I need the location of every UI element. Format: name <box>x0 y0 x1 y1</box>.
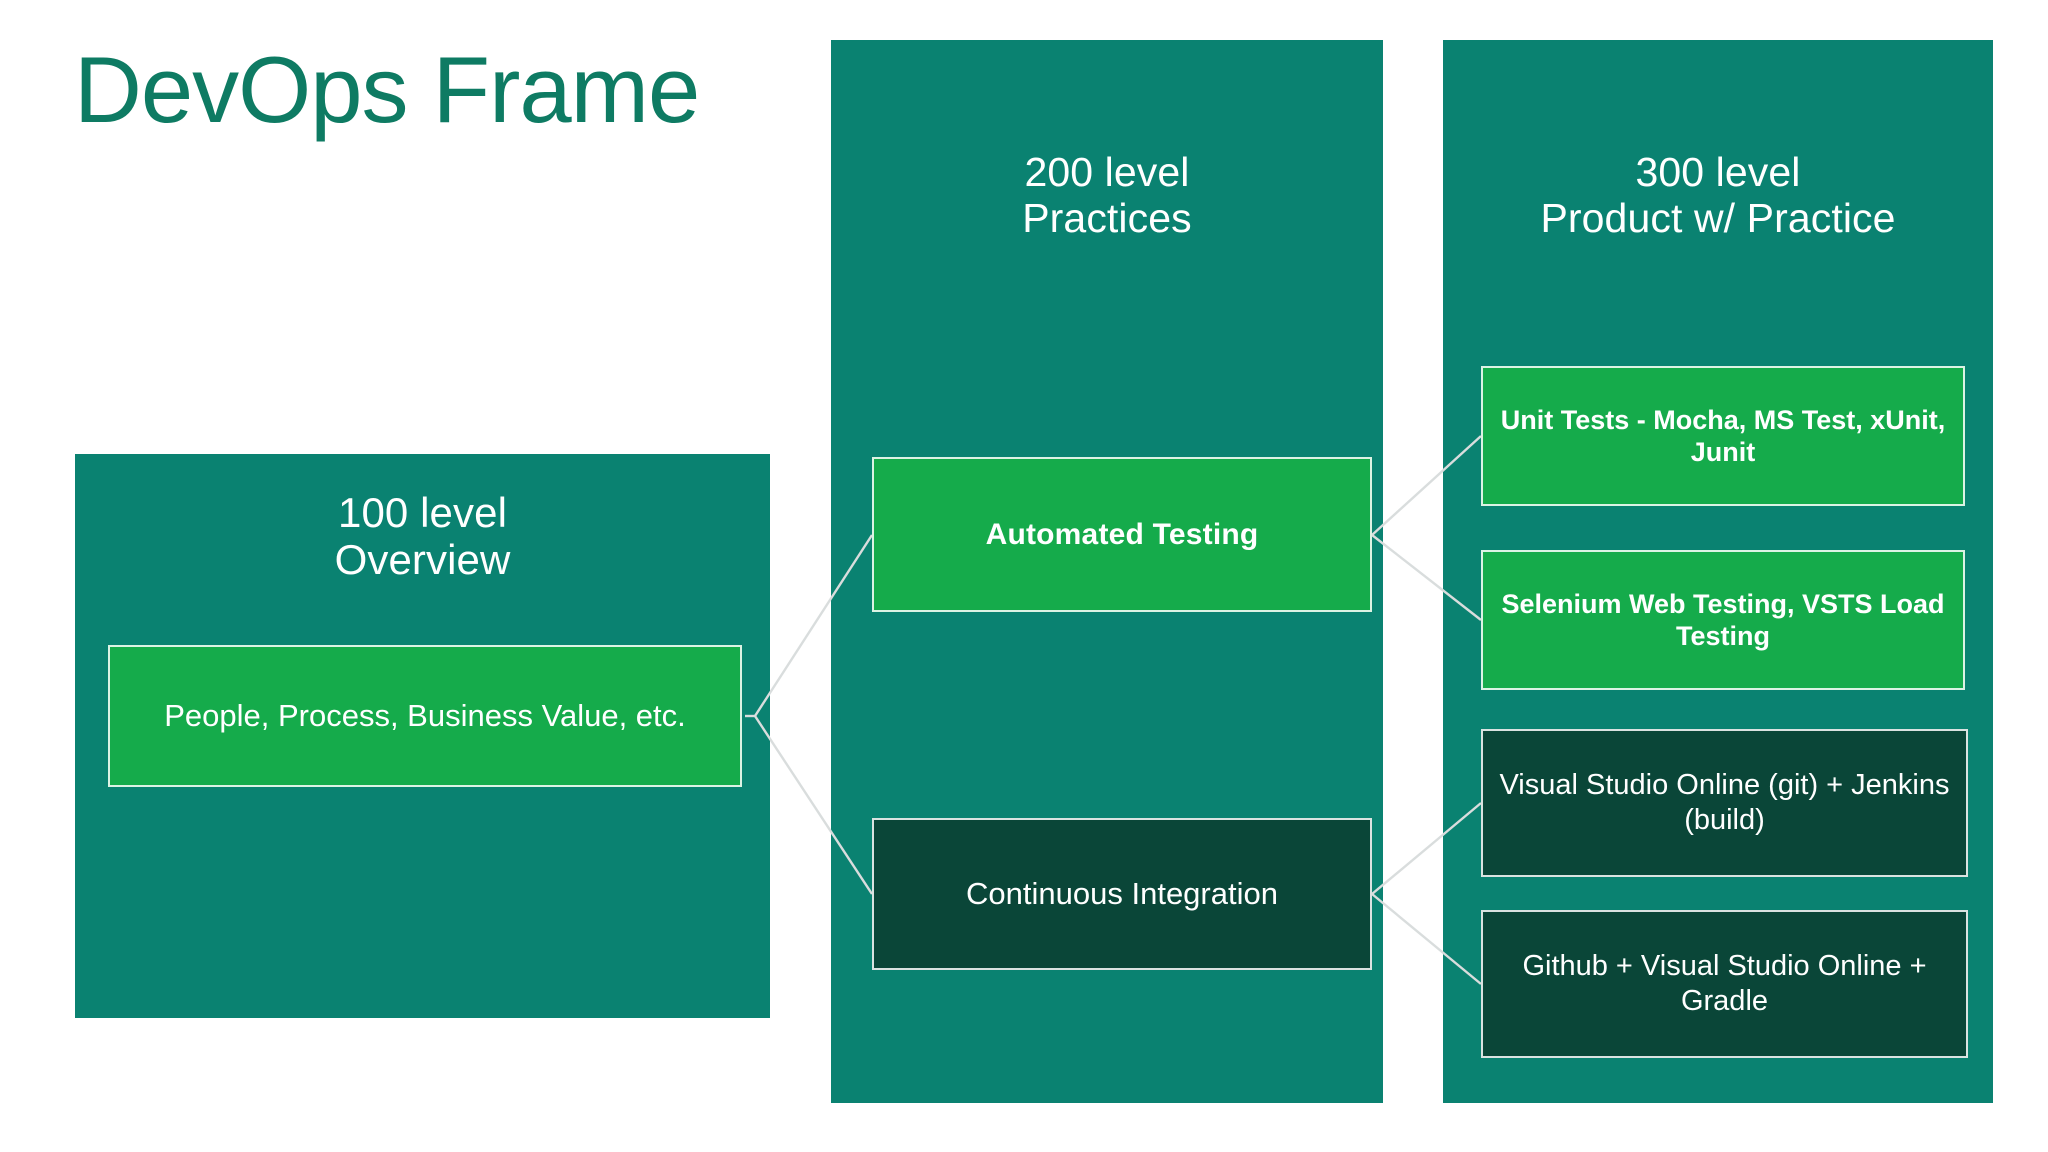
column-header-line-2: Product w/ Practice <box>1540 194 1896 241</box>
node-label: Visual Studio Online (git) + Jenkins (bu… <box>1499 768 1950 836</box>
column-header-line-2: Overview <box>334 536 511 584</box>
node-visual-studio-online-jenkins[interactable]: Visual Studio Online (git) + Jenkins (bu… <box>1481 729 1968 877</box>
column-header-100-level: 100 level Overview <box>75 489 770 583</box>
column-header-line-2: Practices <box>1022 194 1192 241</box>
column-header-200-level: 200 level Practices <box>831 149 1383 242</box>
column-header-line-1: 300 level <box>1635 149 1801 195</box>
node-automated-testing[interactable]: Automated Testing <box>872 457 1372 612</box>
node-label: Unit Tests - Mocha, MS Test, xUnit, Juni… <box>1500 404 1946 467</box>
node-label: Github + Visual Studio Online + Gradle <box>1522 949 1927 1017</box>
node-github-visual-studio-online-gradle[interactable]: Github + Visual Studio Online + Gradle <box>1481 910 1968 1058</box>
node-label: People, Process, Business Value, etc. <box>164 698 686 734</box>
node-label: Selenium Web Testing, VSTS Load Testing <box>1501 588 1945 651</box>
column-header-line-1: 100 level <box>337 489 508 536</box>
node-selenium-web-testing[interactable]: Selenium Web Testing, VSTS Load Testing <box>1481 550 1965 690</box>
page-title: DevOps Frame <box>74 37 700 142</box>
node-label: Continuous Integration <box>966 876 1278 911</box>
node-people-process-business-value[interactable]: People, Process, Business Value, etc. <box>108 645 742 787</box>
column-header-line-1: 200 level <box>1024 149 1190 195</box>
node-unit-tests[interactable]: Unit Tests - Mocha, MS Test, xUnit, Juni… <box>1481 366 1965 506</box>
node-label: Automated Testing <box>985 517 1259 551</box>
column-header-300-level: 300 level Product w/ Practice <box>1443 149 1993 242</box>
node-continuous-integration[interactable]: Continuous Integration <box>872 818 1372 970</box>
